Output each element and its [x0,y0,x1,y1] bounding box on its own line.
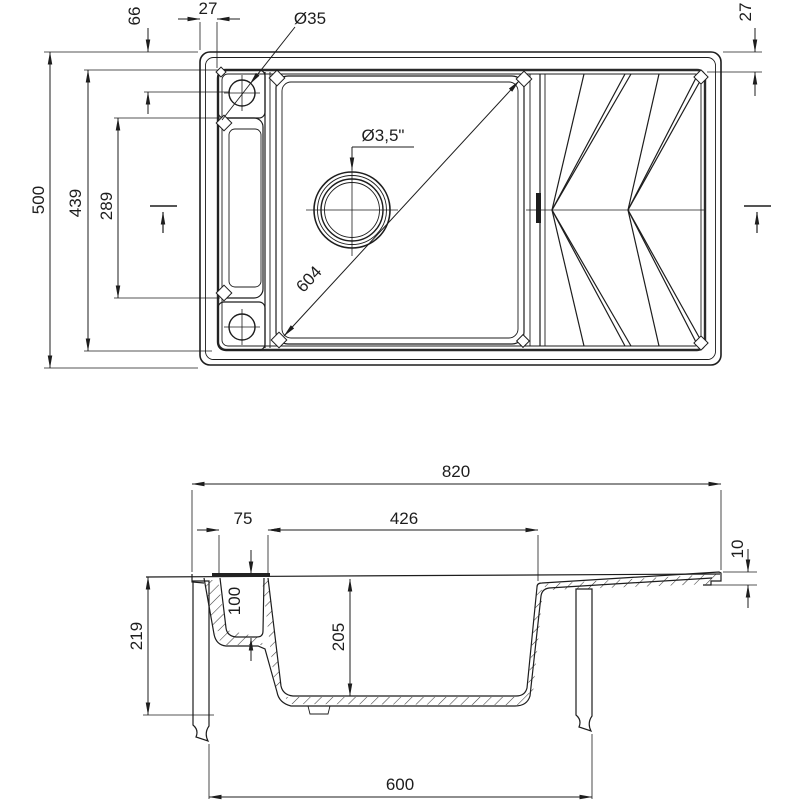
bowl-inner-surface [267,577,538,697]
drain-hole [306,164,398,256]
section-cut-marker-right [744,205,771,233]
bowl-diagonal-line [283,80,520,337]
dim-group-overall-width: 820 [191,462,722,572]
sink-section-profile [145,571,722,715]
magnet-slot-outer [217,117,264,299]
ledge-strip [217,69,271,351]
dim-overall-height: 219 [127,622,146,650]
dim-bowl-width: 426 [390,509,418,528]
magnet-pocket-cavity [219,577,265,638]
drain-boss [307,705,331,715]
dim-group-rim-right: 27 [707,3,762,96]
dim-ledge-depth: 100 [225,587,244,615]
faucet-area-bottom [217,301,266,351]
sink-material-hatch [205,574,720,705]
sink-rim-inner-line [205,57,716,360]
dim-inner-depth: 439 [66,189,85,217]
dim-group-ledge-depth: 100 [225,550,254,661]
dim-rim-right: 27 [736,3,755,22]
dim-ledge-width: 75 [234,509,253,528]
dim-group-bowl-width: 426 [267,509,539,581]
dim-overall-width: 820 [442,462,470,481]
dim-group-inner-depth: 439 [66,69,218,352]
dim-group-overall-height: 219 [127,576,214,716]
dim-group-overall-depth: 500 [29,51,198,369]
faucet-hole-bottom [224,309,260,345]
drain-diameter-callout: Ø3,5" [349,126,414,171]
section-cut-marker-left [150,205,177,233]
sink-outer-surface [203,577,713,707]
dim-group-cabinet-width: 600 [208,734,593,800]
dim-overall-depth: 500 [29,186,48,214]
dim-group-hole-offset: 66 [125,7,230,114]
overflow-mark [536,193,541,223]
dim-hole-offset: 66 [125,7,144,26]
dim-group-bowl-depth: 205 [329,578,353,697]
drainer-grooves [526,73,705,347]
section-view: 820 75 426 10 219 [127,462,757,800]
faucet-hole-top [224,75,260,111]
dim-edge-thickness: 10 [728,540,747,559]
counter-wall-right [575,588,593,733]
dim-drain-diameter: Ø3,5" [362,126,405,145]
dim-bowl-depth: 205 [329,623,348,651]
dim-group-ledge-width: 75 [197,509,290,575]
dim-group-rim-top: 27 [178,0,240,68]
drainer-edge-profile [536,571,722,588]
plan-view: 604 Ø3,5" Ø35 500 439 [29,0,771,369]
chamfer-corners [215,66,709,351]
faucet-area-top [217,69,266,119]
dim-group-edge-thickness: 10 [705,540,757,608]
dim-hole-diameter: Ø35 [294,9,326,28]
counter-wall-left [192,580,210,743]
hole-diameter-callout: Ø35 [221,9,326,121]
dim-slot-length: 289 [97,192,116,220]
magnet-slot-inner [228,128,262,288]
sink-outer-edge [199,51,722,366]
dim-cabinet-width: 600 [386,775,414,794]
dim-rim-top: 27 [199,0,218,18]
dim-group-slot-length: 289 [97,117,220,299]
dim-bowl-diagonal: 604 [292,262,325,296]
